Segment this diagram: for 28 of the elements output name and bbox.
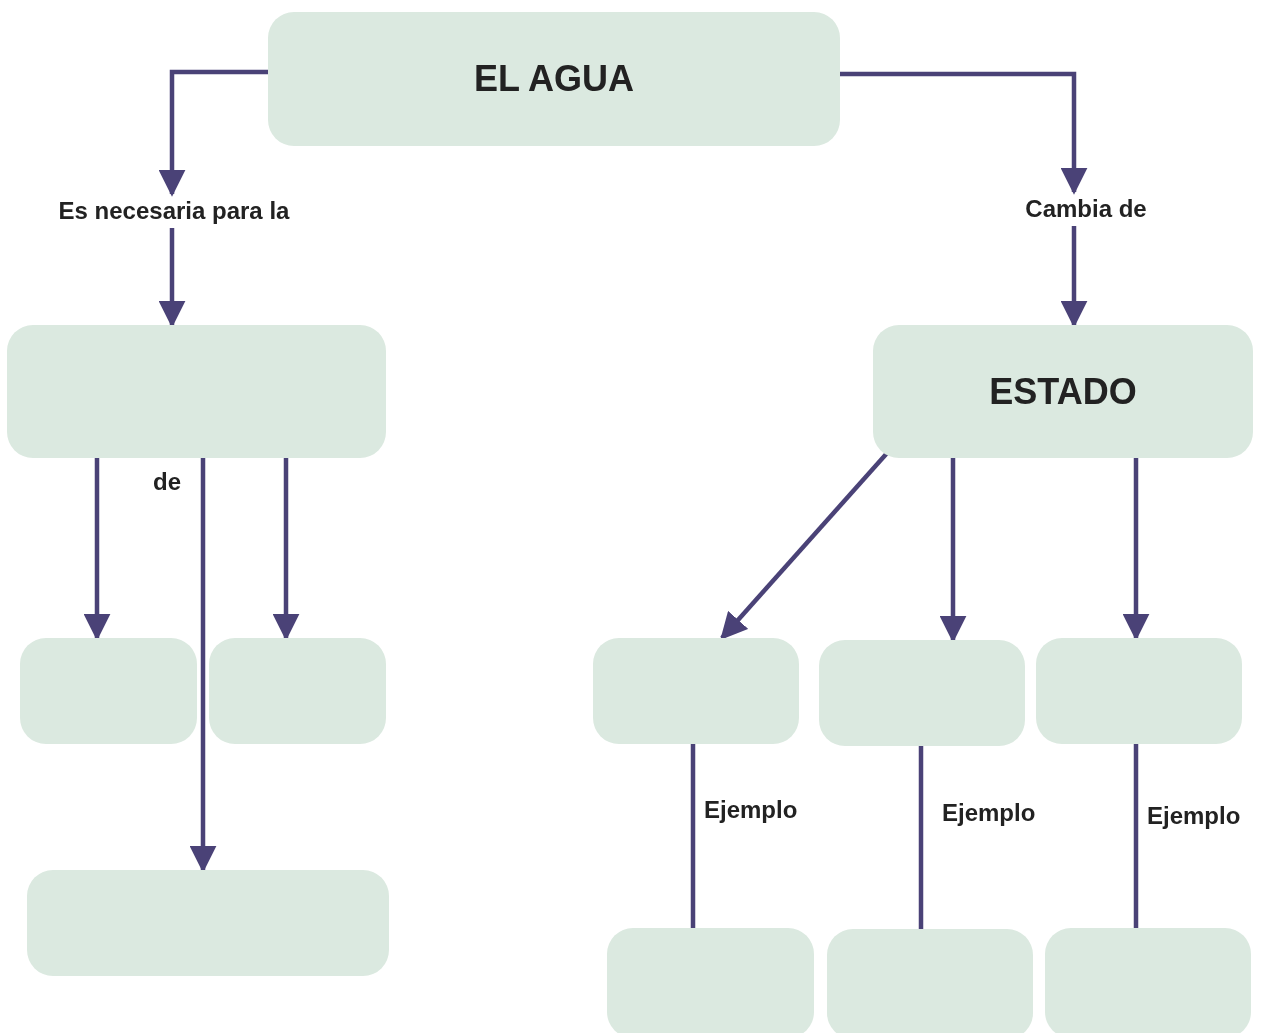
concept-text: ESTADO — [989, 370, 1137, 413]
arrow — [272, 458, 300, 641]
rounded-box — [1036, 638, 1242, 744]
rounded-box — [1045, 928, 1251, 1033]
rounded-box — [7, 325, 386, 458]
arrow — [1122, 458, 1150, 641]
arrow — [83, 458, 111, 641]
arrow — [158, 228, 186, 328]
rounded-box — [607, 928, 814, 1033]
arrow — [840, 71, 1088, 195]
concept-text: EL AGUA — [474, 58, 634, 100]
linking-phrase: Es necesaria para la — [58, 197, 290, 225]
connector-line — [918, 746, 924, 929]
concept-box — [268, 12, 840, 146]
rounded-box — [827, 929, 1033, 1033]
connector-line — [1133, 744, 1139, 928]
arrow — [158, 69, 268, 197]
rounded-box — [27, 870, 389, 976]
rounded-box — [819, 640, 1025, 746]
rounded-box — [593, 638, 799, 744]
arrow — [1060, 226, 1088, 328]
arrow — [939, 458, 967, 643]
rounded-box — [20, 638, 197, 744]
connector-line — [690, 744, 696, 928]
rounded-box — [209, 638, 386, 744]
linking-phrase: Cambia de — [1025, 195, 1147, 223]
arrow — [189, 458, 217, 873]
concept-box — [873, 325, 1253, 458]
